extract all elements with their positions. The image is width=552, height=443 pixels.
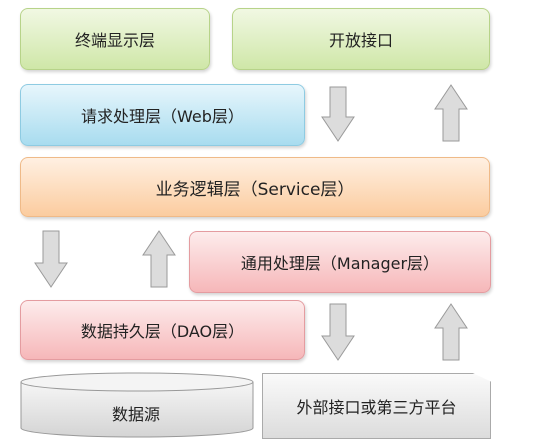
manager-layer-label: 通用处理层（Manager层）	[240, 254, 440, 273]
up-arrow-icon	[142, 230, 176, 288]
open-interface-layer-label: 开放接口	[328, 31, 393, 50]
dao-layer-label: 数据持久层（DAO层）	[80, 322, 245, 341]
datasource-cylinder	[20, 372, 254, 438]
service-layer-label: 业务逻辑层（Service层）	[155, 179, 355, 200]
web-layer: 请求处理层（Web层）	[20, 84, 305, 146]
web-layer-label: 请求处理层（Web层）	[81, 107, 244, 126]
manager-layer: 通用处理层（Manager层）	[189, 231, 491, 293]
external-platform-layer: 外部接口或第三方平台	[262, 373, 491, 439]
up-arrow-icon	[434, 84, 468, 142]
dao-layer: 数据持久层（DAO层）	[20, 300, 305, 360]
down-arrow-icon	[321, 303, 355, 361]
down-arrow-icon	[321, 86, 355, 142]
terminal-display-layer-label: 终端显示层	[74, 31, 155, 50]
open-interface-layer: 开放接口	[232, 8, 490, 70]
terminal-display-layer: 终端显示层	[20, 8, 210, 70]
service-layer: 业务逻辑层（Service层）	[20, 157, 490, 217]
up-arrow-icon	[434, 303, 468, 361]
down-arrow-icon	[34, 230, 68, 288]
datasource-label: 数据源	[111, 405, 160, 424]
external-platform-label: 外部接口或第三方平台	[296, 398, 457, 417]
